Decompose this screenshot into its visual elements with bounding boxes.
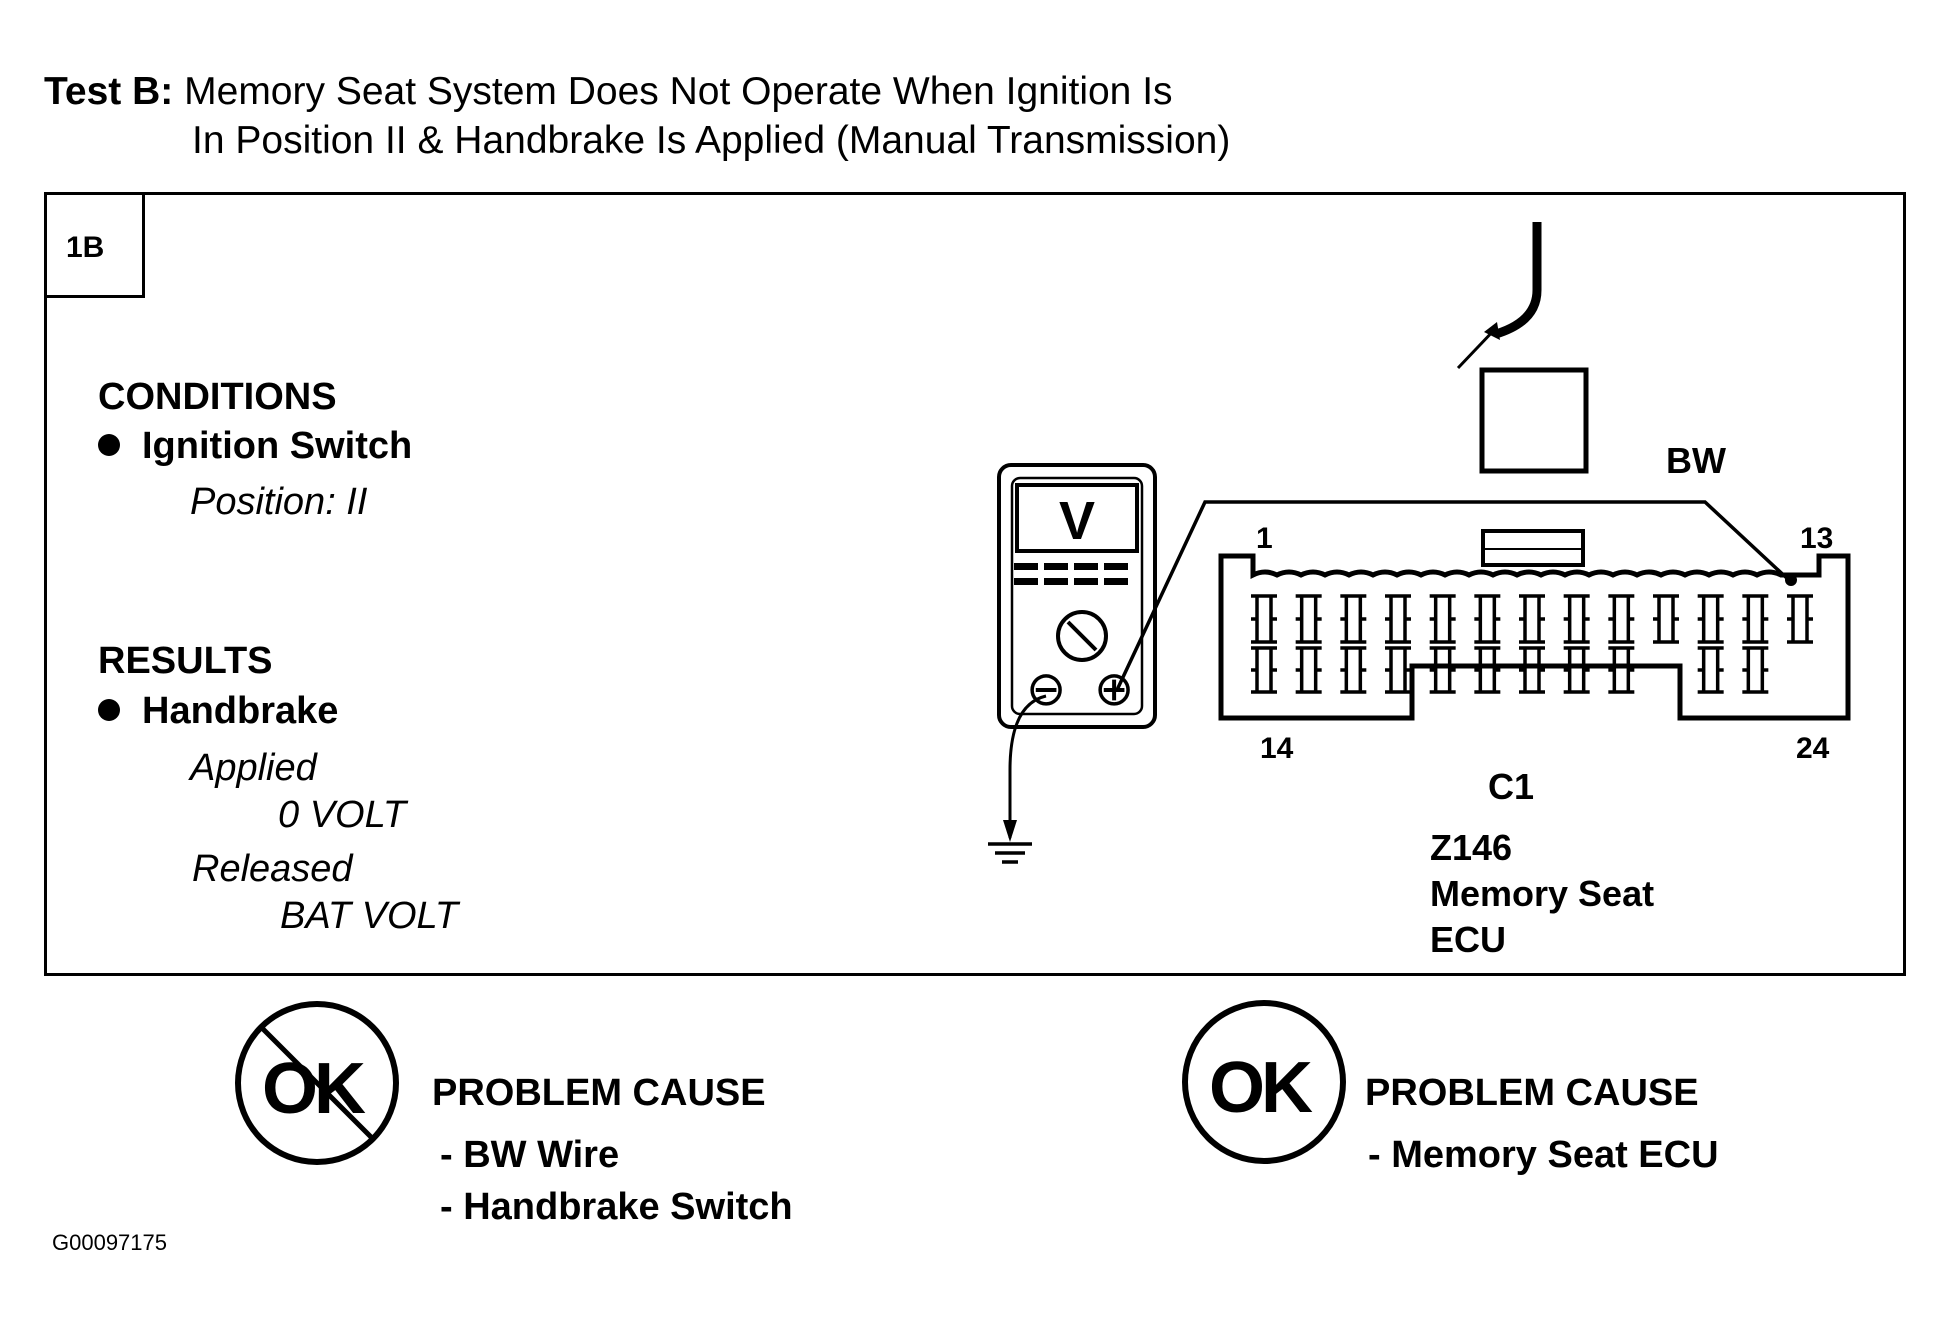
results-item: Handbrake — [98, 690, 338, 733]
not-ok-cause-item: - Handbrake Switch — [440, 1186, 793, 1228]
step-number-box — [44, 192, 145, 298]
pin-cavity — [1474, 646, 1501, 694]
pin-cavity — [1697, 646, 1724, 694]
not-ok-cause-item: - BW Wire — [440, 1134, 620, 1176]
meter-keypad-icon — [1014, 563, 1128, 585]
pin-cavity — [1608, 594, 1635, 644]
connector-name: C1 — [1488, 766, 1535, 807]
connector-c1-icon — [1218, 529, 1851, 721]
negative-terminal-icon: ⊖ — [1026, 663, 1067, 716]
pin-cavity — [1429, 646, 1456, 694]
pin-1-label: 1 — [1256, 522, 1273, 555]
pin-cavity — [1563, 646, 1590, 694]
applied-value: 0 VOLT — [278, 794, 407, 836]
pin-24-label: 24 — [1796, 732, 1830, 765]
conditions-item: Ignition Switch — [98, 425, 412, 468]
pin-cavity — [1295, 646, 1322, 694]
ok-icon — [1182, 1000, 1346, 1164]
component-name-line-2: ECU — [1430, 919, 1507, 960]
results-item-label: Handbrake — [142, 690, 339, 732]
ok-problem-cause-heading: PROBLEM CAUSE — [1365, 1072, 1699, 1114]
conditions-value: Position: II — [190, 481, 368, 523]
probe-lead — [1115, 500, 1793, 691]
pin-cavity — [1251, 646, 1277, 694]
pin-cavity — [1519, 646, 1545, 694]
pin-cavity — [1787, 594, 1813, 644]
pin-cavity — [1340, 594, 1367, 644]
pin-cavity — [1340, 646, 1367, 694]
pin-cavity — [1563, 594, 1590, 644]
harness-wire-icon — [1456, 222, 1589, 474]
pin-cavity — [1742, 594, 1769, 644]
ground-lead — [1003, 694, 1047, 842]
component-name-line-1: Memory Seat — [1430, 873, 1655, 914]
ok-cause-item: - Memory Seat ECU — [1368, 1134, 1719, 1176]
not-ok-symbol-text: OK — [262, 1049, 366, 1129]
not-ok-problem-cause-heading: PROBLEM CAUSE — [432, 1072, 766, 1114]
pin-cavity — [1251, 594, 1277, 644]
released-label: Released — [192, 848, 353, 890]
pin-cavity — [1608, 646, 1635, 694]
component-id: Z146 — [1430, 827, 1513, 868]
meter-dial-icon — [1056, 610, 1108, 662]
title-line-1: Memory Seat System Does Not Operate When… — [184, 70, 1173, 113]
pin-cavity — [1742, 646, 1769, 694]
pin-cavity — [1474, 594, 1501, 644]
pin-cavity — [1653, 594, 1679, 644]
released-value: BAT VOLT — [280, 895, 459, 937]
wire-color-label: BW — [1666, 440, 1726, 481]
pin-cavity — [1295, 594, 1322, 644]
ground-icon — [988, 842, 1032, 864]
applied-label: Applied — [190, 747, 317, 789]
conditions-heading: CONDITIONS — [98, 376, 337, 418]
pin-cavity — [1697, 594, 1724, 644]
title-line-2: In Position II & Handbrake Is Applied (M… — [192, 119, 1231, 162]
not-ok-icon — [235, 1001, 399, 1165]
ok-symbol-text: OK — [1209, 1048, 1313, 1128]
positive-terminal-icon: ⊕ — [1094, 663, 1135, 716]
voltmeter-icon — [997, 463, 1157, 729]
title-label: Test B: — [44, 70, 174, 113]
results-heading: RESULTS — [98, 640, 273, 682]
meter-display: V — [1059, 491, 1096, 551]
pin-cavity — [1385, 594, 1411, 644]
bullet-icon — [98, 698, 120, 721]
step-number: 1B — [66, 231, 105, 264]
pin-cavity — [1429, 594, 1456, 644]
pin-cavity — [1519, 594, 1545, 644]
figure-id: G00097175 — [52, 1230, 167, 1255]
bullet-icon — [98, 433, 120, 456]
pin-13-label: 13 — [1800, 522, 1834, 555]
conditions-item-label: Ignition Switch — [142, 425, 413, 467]
test-step-frame — [44, 192, 1906, 976]
pin-cavity — [1385, 646, 1411, 694]
pin-14-label: 14 — [1260, 732, 1294, 765]
page-title: Test B: Memory Seat System Does Not Oper… — [44, 70, 1173, 114]
